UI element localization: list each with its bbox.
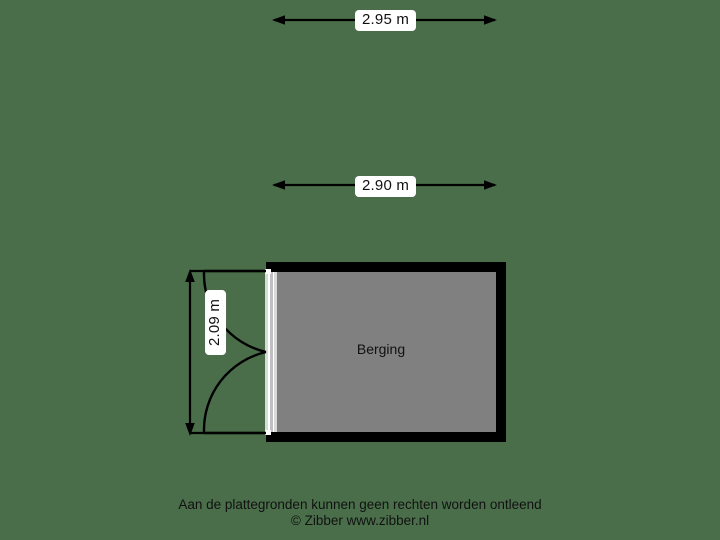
door-frame-strip-outer	[265, 271, 268, 433]
building-walls	[266, 262, 506, 442]
door-swing-lower	[202, 350, 267, 435]
door-jamb-top	[266, 262, 277, 272]
arrow-head-right-icon	[484, 180, 497, 190]
arrow-head-up-icon	[185, 269, 195, 282]
dimension-label-left-vertical: 2.09 m	[205, 289, 227, 356]
door-frame-strip-inner	[274, 271, 277, 433]
door-jamb-bottom	[266, 432, 277, 442]
door-hinge-mark-top	[265, 269, 271, 274]
footer-line-1: Aan de plattegronden kunnen geen rechten…	[178, 497, 542, 512]
door-hinge-mark-bottom	[265, 430, 271, 435]
arrow-head-left-icon	[272, 15, 285, 25]
footer-disclaimer: Aan de plattegronden kunnen geen rechten…	[0, 497, 720, 529]
door-swing-arc-lower	[202, 350, 267, 433]
dimension-label-top-inner: 2.90 m	[355, 176, 417, 197]
dimension-label-top-outer: 2.95 m	[355, 10, 417, 31]
room-label-berging: Berging	[356, 341, 406, 357]
arrow-head-right-icon	[484, 15, 497, 25]
footer-line-2: © Zibber www.zibber.nl	[290, 513, 430, 528]
arrow-head-down-icon	[185, 423, 195, 436]
door-opening-left-wall	[265, 262, 277, 442]
arrow-head-left-icon	[272, 180, 285, 190]
room-berging-fill	[276, 272, 496, 432]
door-frame-strip-middle	[270, 271, 273, 433]
